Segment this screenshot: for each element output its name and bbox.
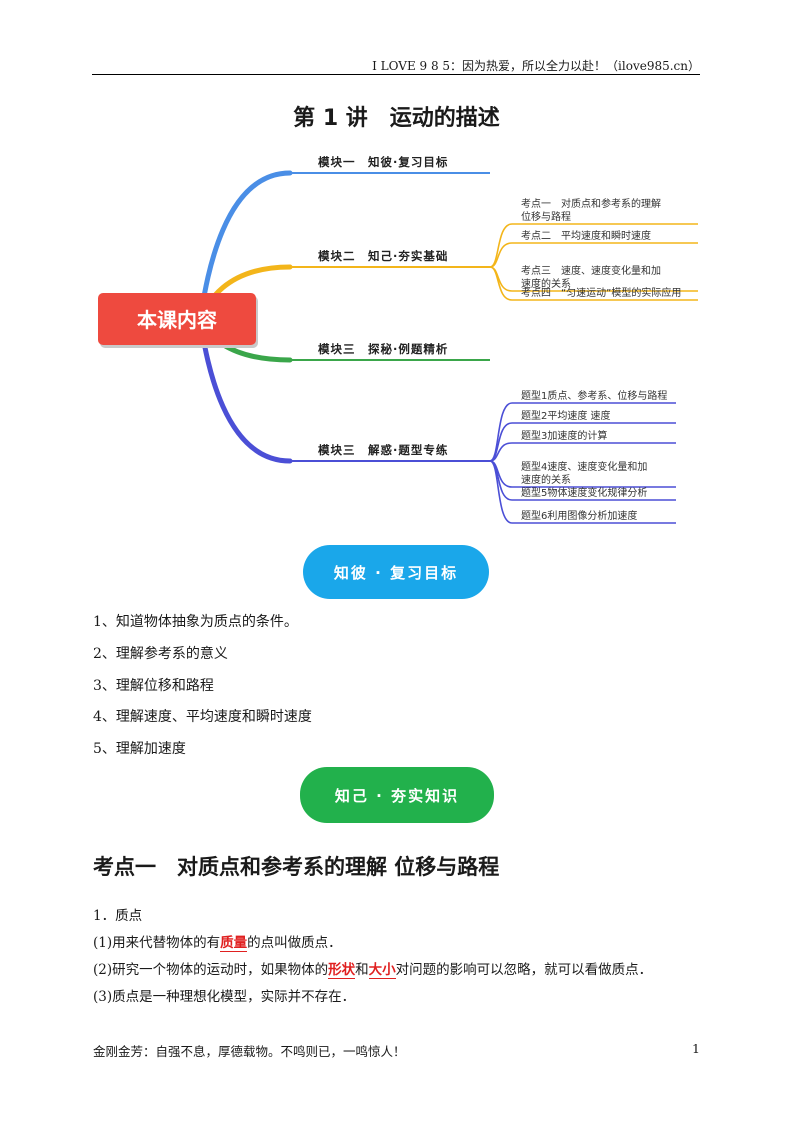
- keyword-mass: 质量: [220, 935, 248, 952]
- footer-motto: 金刚金芳：自强不息，厚德载物。不鸣则已，一鸣惊人！: [93, 1044, 406, 1059]
- goal-item: 5、理解加速度: [93, 741, 186, 757]
- leaf-connector: [489, 460, 513, 524]
- goal-item: 2、理解参考系的意义: [93, 646, 228, 662]
- basics-banner: 知己 · 夯实知识: [300, 767, 494, 823]
- leaf-label: 题型1质点、参考系、位移与路程: [521, 389, 667, 402]
- header-rule: [92, 74, 700, 75]
- leaf-connector: [489, 442, 513, 462]
- keyword-size: 大小: [368, 962, 396, 979]
- module-label: 模块二 知己·夯实基础: [318, 249, 448, 263]
- leaf-connector: [489, 266, 513, 301]
- module-label: 模块三 解惑·题型专练: [318, 443, 448, 457]
- page-header: I LOVE 9 8 5：因为热爱，所以全力以赴！（ilove985.cn）: [372, 59, 700, 73]
- leaf-connector: [489, 242, 513, 268]
- leaf-label: 考点四 “匀速运动”模型的实际应用: [521, 286, 681, 299]
- leaf-label: 题型2平均速度 速度: [521, 409, 611, 422]
- leaf-label: 题型4速度、速度变化量和加: [521, 460, 647, 473]
- module-label: 模块一 知彼·复习目标: [318, 155, 448, 169]
- goal-item: 3、理解位移和路程: [93, 678, 214, 694]
- center-node: [98, 293, 256, 345]
- subsection-title: 1．质点: [93, 908, 143, 924]
- paragraph-1: (1)用来代替物体的有质量的点叫做质点．: [93, 935, 342, 952]
- leaf-label: 考点二 平均速度和瞬时速度: [521, 229, 651, 242]
- paragraph-3: (3)质点是一种理想化模型，实际并不存在．: [93, 989, 356, 1005]
- goal-item: 1、知道物体抽象为质点的条件。: [93, 614, 298, 630]
- goal-item: 4、理解速度、平均速度和瞬时速度: [93, 709, 312, 725]
- leaf-label: 题型5物体速度变化规律分析: [521, 486, 647, 499]
- page-title: 第 1 讲 运动的描述: [293, 106, 500, 131]
- leaf-connector: [489, 266, 513, 292]
- leaf-connector: [489, 422, 513, 462]
- page-number: 1: [692, 1041, 700, 1056]
- center-node-label: 本课内容: [137, 308, 217, 332]
- leaf-label: 题型3加速度的计算: [521, 429, 607, 442]
- leaf-label: 考点三 速度、速度变化量和加: [521, 264, 661, 277]
- leaf-label: 速度的关系: [521, 277, 571, 290]
- leaf-label: 考点一 对质点和参考系的理解: [521, 197, 661, 210]
- keyword-shape: 形状: [328, 962, 356, 979]
- module-label: 模块三 探秘·例题精析: [318, 342, 448, 356]
- section-heading: 考点一 对质点和参考系的理解 位移与路程: [93, 855, 500, 879]
- paragraph-2: (2)研究一个物体的运动时，如果物体的形状和大小对问题的影响可以忽略，就可以看做…: [93, 962, 653, 979]
- leaf-connector: [489, 223, 513, 268]
- leaf-label: 速度的关系: [521, 473, 571, 486]
- leaf-label: 题型6利用图像分析加速度: [521, 509, 637, 522]
- review-goals-banner: 知彼 · 复习目标: [303, 545, 489, 599]
- leaf-label: 位移与路程: [521, 210, 571, 223]
